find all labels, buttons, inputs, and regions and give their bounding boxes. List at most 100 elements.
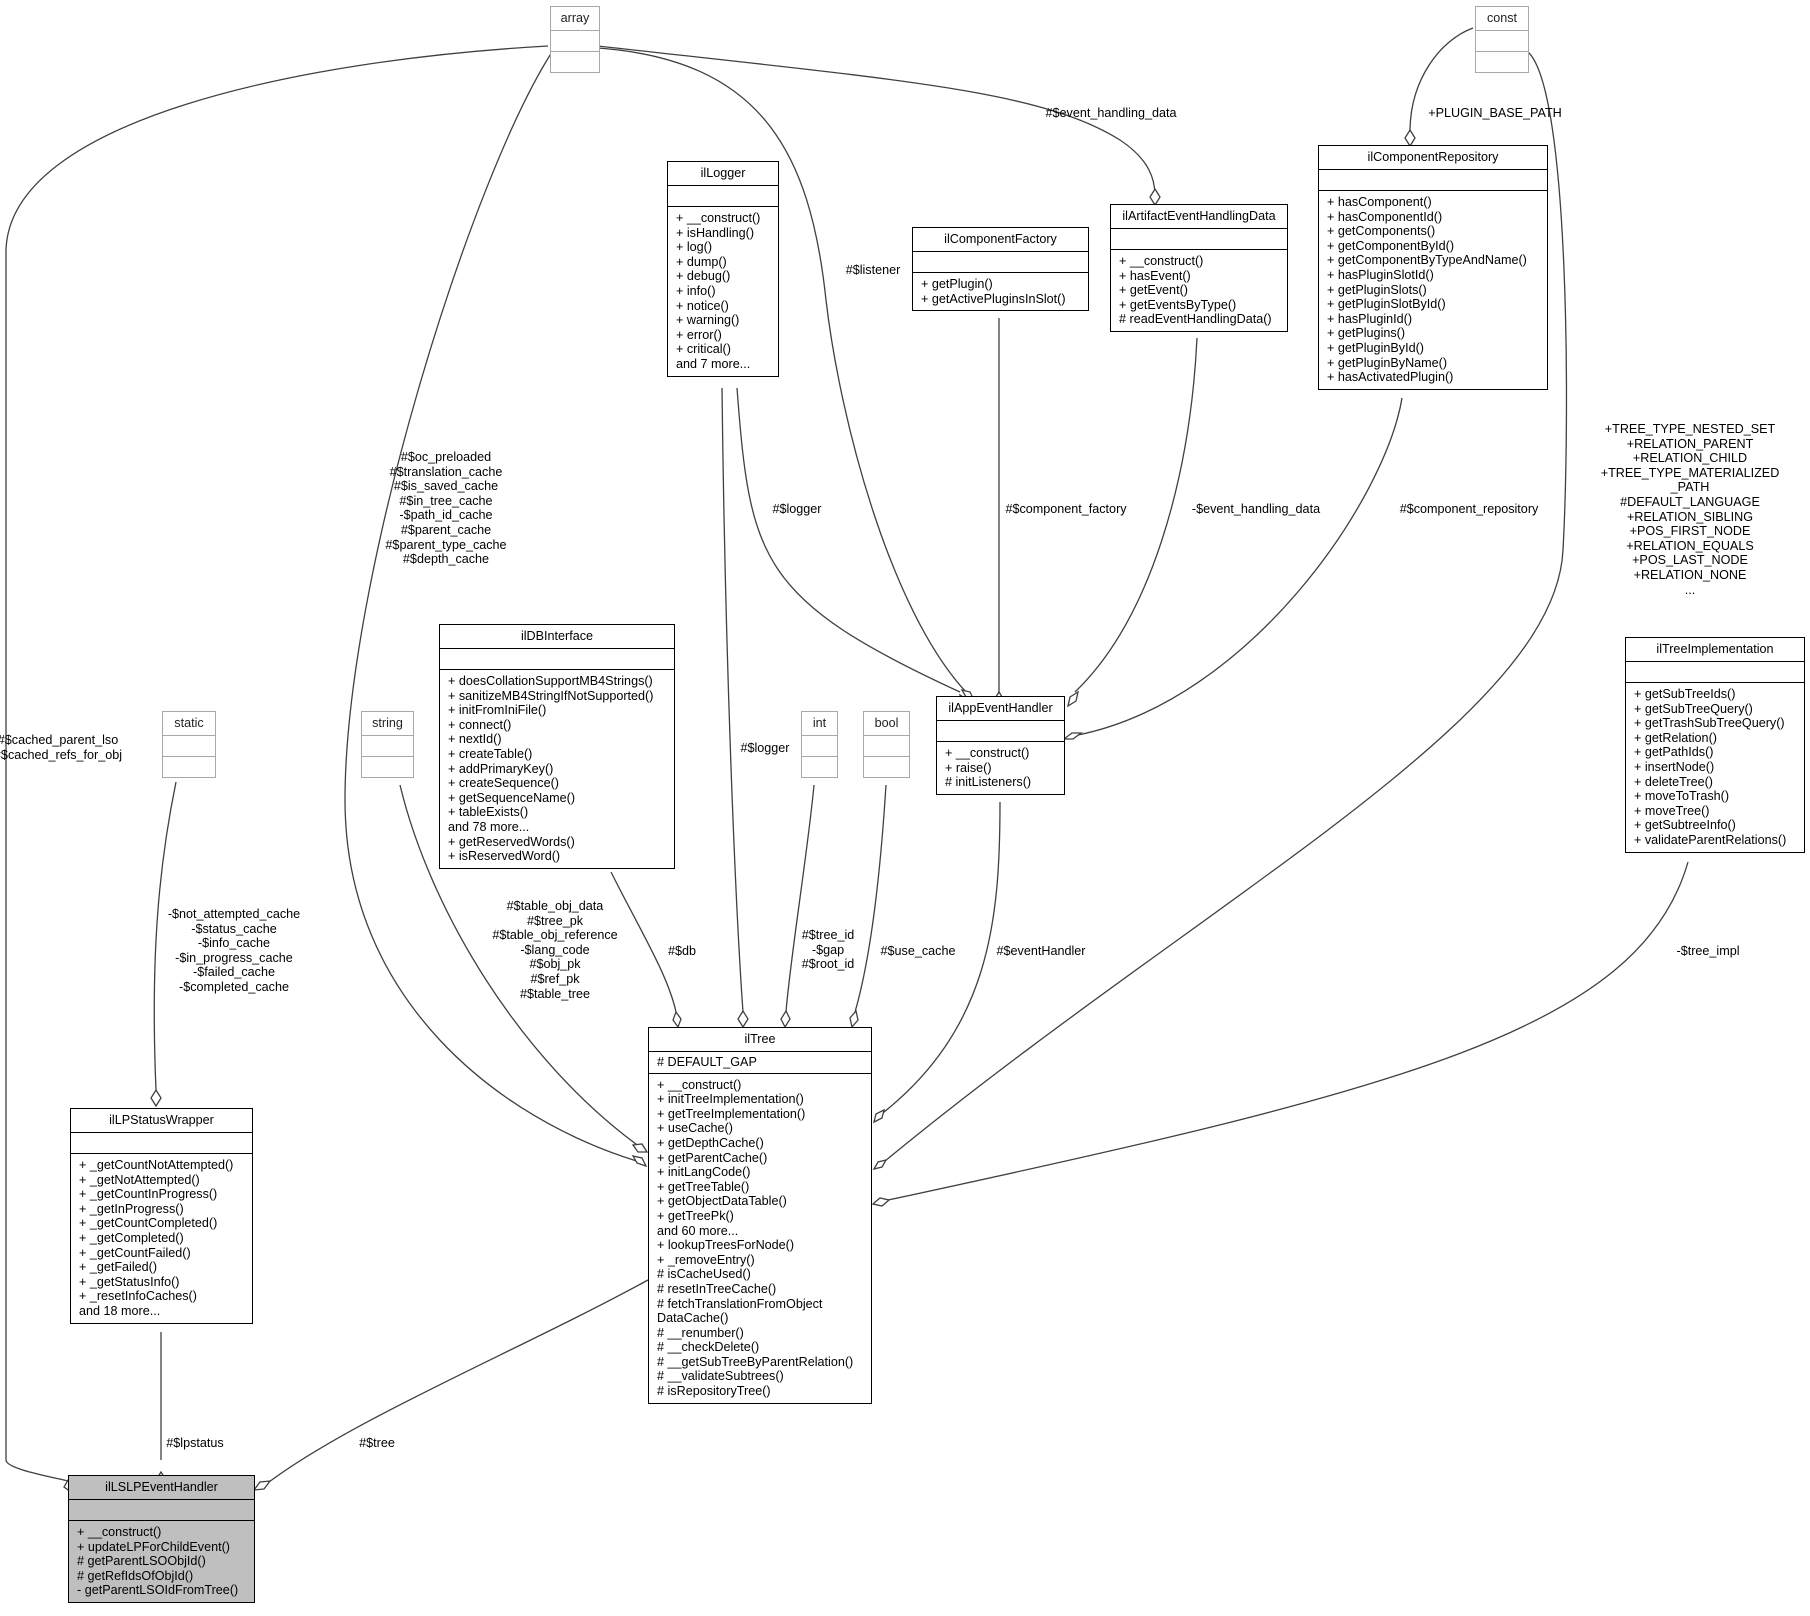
class-operation: + getSequenceName()	[448, 790, 576, 805]
class-operation: + _resetInfoCaches()	[79, 1289, 197, 1304]
class-operations: + doesCollationSupportMB4Strings()+ sani…	[440, 670, 674, 868]
class-bool: bool	[863, 711, 910, 778]
edge-label-line: _PATH	[1670, 480, 1710, 495]
class-operation: + isHandling()	[676, 225, 755, 240]
edge-label-array-appevent: #$listener	[846, 263, 901, 278]
edge-label-line: +POS_FIRST_NODE	[1629, 524, 1751, 539]
edge-label-static-lpstatus: -$not_attempted_cache-$status_cache-$inf…	[168, 907, 300, 995]
edge-array-to-lslp	[5, 45, 549, 1486]
edge-label-line: ...	[1684, 582, 1696, 597]
edge-label-string-tree: #$table_obj_data#$tree_pk#$table_obj_ref…	[492, 899, 617, 1001]
class-array: array	[550, 6, 600, 73]
class-operation: + getTreeImplementation()	[657, 1106, 806, 1121]
class-operation: # getParentLSOObjId()	[77, 1554, 206, 1569]
edge-label-line: #$is_saved_cache	[393, 479, 499, 494]
class-operation: + getPluginByName()	[1327, 355, 1448, 370]
class-operation: + error()	[676, 327, 722, 342]
class-ilLPStatusWrapper: ilLPStatusWrapper + _getCountNotAttempte…	[70, 1108, 253, 1324]
edge-const-to-tree	[878, 51, 1568, 1167]
aggregation-diamond-artifact-appevent	[1067, 690, 1079, 708]
edge-tree-to-lslp	[264, 1279, 649, 1486]
edge-int-to-tree	[785, 784, 815, 1013]
class-operations: + getPlugin()+ getActivePluginsInSlot()	[913, 273, 1088, 310]
class-operations	[802, 757, 837, 777]
class-operation: # initListeners()	[945, 775, 1032, 790]
edge-label-line: #$listener	[845, 263, 901, 277]
edge-label-line: #$table_obj_data	[506, 899, 604, 913]
class-operations: + __construct()+ updateLPForChildEvent()…	[69, 1521, 254, 1602]
edge-treeimpl-to-tree	[878, 861, 1689, 1203]
edge-label-line: -$path_id_cache	[399, 508, 493, 523]
class-attributes	[937, 721, 1064, 742]
class-operation: + __construct()	[77, 1525, 162, 1539]
class-operation: # __getSubTreeByParentRelation()	[657, 1354, 854, 1369]
class-attributes	[1111, 229, 1287, 250]
class-attributes	[69, 1500, 254, 1521]
class-operation: + getPluginSlots()	[1327, 282, 1427, 297]
class-name: ilComponentFactory	[913, 228, 1088, 252]
edge-string-to-tree	[399, 784, 641, 1148]
class-name: bool	[864, 712, 909, 736]
class-operation: + lookupTreesForNode()	[657, 1238, 795, 1253]
class-operation: + getTreeTable()	[657, 1179, 750, 1194]
class-operation: and 60 more...	[657, 1223, 739, 1238]
edge-label-line: +POS_LAST_NODE	[1632, 553, 1748, 568]
class-ilTree: ilTree # DEFAULT_GAP + __construct()+ in…	[648, 1027, 872, 1404]
class-name: static	[163, 712, 215, 736]
edge-label-array-lslp: #$cached_parent_lso#$cached_refs_for_obj	[0, 733, 122, 762]
class-operation: # __renumber()	[657, 1325, 744, 1340]
edge-label-line: #$ref_pk	[530, 971, 580, 986]
class-operations: + __construct()+ initTreeImplementation(…	[649, 1074, 871, 1403]
class-attribute: # DEFAULT_GAP	[657, 1055, 757, 1069]
class-operation: + getParentCache()	[657, 1150, 768, 1165]
edge-label-logger-tree: #$logger	[740, 741, 789, 756]
class-operation: + connect()	[448, 717, 512, 732]
class-operations: + __construct()+ raise()# initListeners(…	[937, 742, 1064, 794]
class-operation: + _getNotAttempted()	[79, 1172, 200, 1187]
edge-label-comprepo-appevent: #$component_repository	[1400, 502, 1539, 517]
class-attributes	[551, 31, 599, 52]
class-name: array	[551, 7, 599, 31]
class-attributes: # DEFAULT_GAP	[649, 1052, 871, 1074]
class-operation: + getRelation()	[1634, 730, 1717, 745]
aggregation-diamond-static-lpstatus	[150, 1088, 162, 1108]
class-operation: # __validateSubtrees()	[657, 1369, 784, 1384]
class-operation: + tableExists()	[448, 805, 529, 820]
edge-label-lpstatus-lslp: #$lpstatus	[166, 1436, 223, 1451]
class-operation: + initTreeImplementation()	[657, 1092, 804, 1107]
edge-label-factory-appevent: #$component_factory	[1005, 502, 1126, 517]
class-name: int	[802, 712, 837, 736]
aggregation-diamond-tree-lslp	[252, 1480, 272, 1491]
edge-label-bool-tree: #$use_cache	[881, 944, 956, 959]
class-attributes	[71, 1133, 252, 1154]
edge-label-line: +RELATION_PARENT	[1626, 436, 1754, 451]
class-operation: + hasPluginSlotId()	[1327, 267, 1434, 282]
class-operation: + getEvent()	[1119, 283, 1188, 298]
edge-label-line: -$lang_code	[520, 942, 590, 957]
class-operation: + getSubtreeInfo()	[1634, 818, 1736, 833]
class-operation: + _getCountNotAttempted()	[79, 1158, 234, 1172]
class-operation: + getComponentById()	[1327, 238, 1455, 253]
class-operation: + __construct()	[676, 211, 761, 225]
class-operation: + raise()	[945, 760, 992, 775]
edge-label-treeimpl-tree: -$tree_impl	[1677, 944, 1740, 959]
aggregation-diamond-treeimpl-tree	[871, 1197, 891, 1207]
class-operation: + _getFailed()	[79, 1260, 158, 1275]
class-name: ilDBInterface	[440, 625, 674, 649]
edge-label-line: #$parent_cache	[400, 522, 492, 537]
class-operation: + getTrashSubTreeQuery()	[1634, 716, 1785, 731]
edge-db-to-tree	[610, 871, 677, 1013]
edge-array-to-artifact	[597, 45, 1156, 197]
class-operation: and 18 more...	[79, 1303, 161, 1318]
aggregation-diamond-const-comprepo	[1404, 128, 1416, 148]
class-operation: # resetInTreeCache()	[657, 1281, 777, 1296]
class-attributes	[913, 252, 1088, 273]
edge-label-line: #$tree_pk	[526, 913, 583, 928]
class-name: ilComponentRepository	[1319, 146, 1547, 170]
edge-label-array-artifact: #$event_handling_data	[1046, 106, 1177, 121]
class-ilComponentFactory: ilComponentFactory + getPlugin()+ getAct…	[912, 227, 1089, 312]
class-ilAppEventHandler: ilAppEventHandler + __construct()+ raise…	[936, 696, 1065, 795]
edge-static-to-lpstatus	[153, 781, 177, 1091]
edge-label-line: #$depth_cache	[402, 552, 490, 567]
class-const: const	[1475, 6, 1529, 73]
